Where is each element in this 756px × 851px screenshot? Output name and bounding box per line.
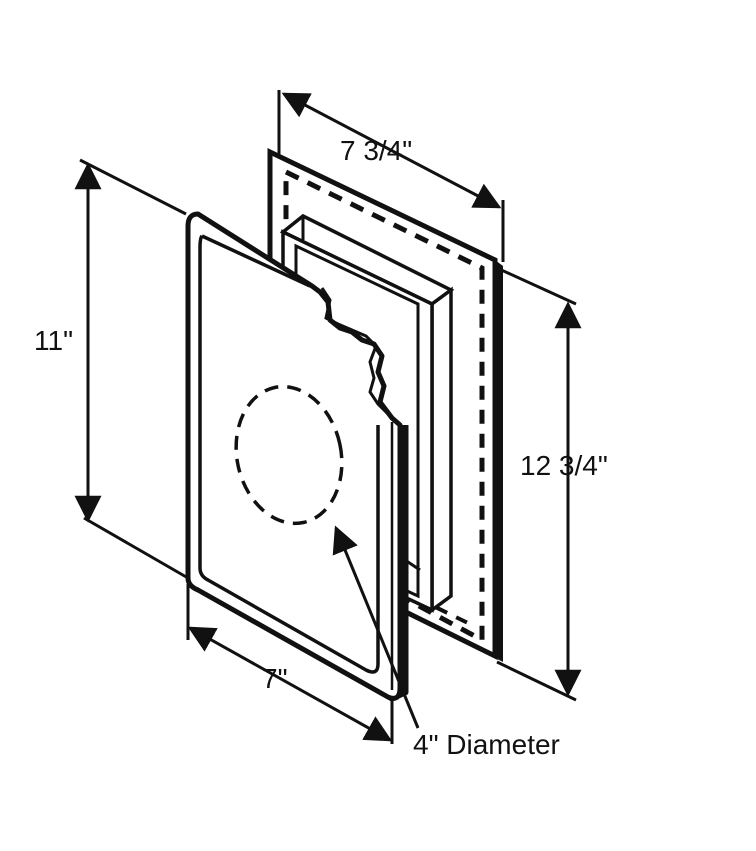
label-back-height: 12 3/4" bbox=[520, 450, 608, 481]
dim-front-width-line bbox=[187, 626, 393, 742]
label-front-width: 7" bbox=[262, 663, 288, 694]
dimension-lines bbox=[74, 90, 582, 744]
hole-leader-line bbox=[332, 525, 420, 729]
dim-back-width-line bbox=[281, 92, 502, 209]
label-hole-diameter: 4" Diameter bbox=[413, 729, 560, 760]
label-back-width: 7 3/4" bbox=[340, 135, 412, 166]
hole-outline bbox=[234, 384, 344, 526]
label-front-height: 11" bbox=[34, 325, 73, 356]
